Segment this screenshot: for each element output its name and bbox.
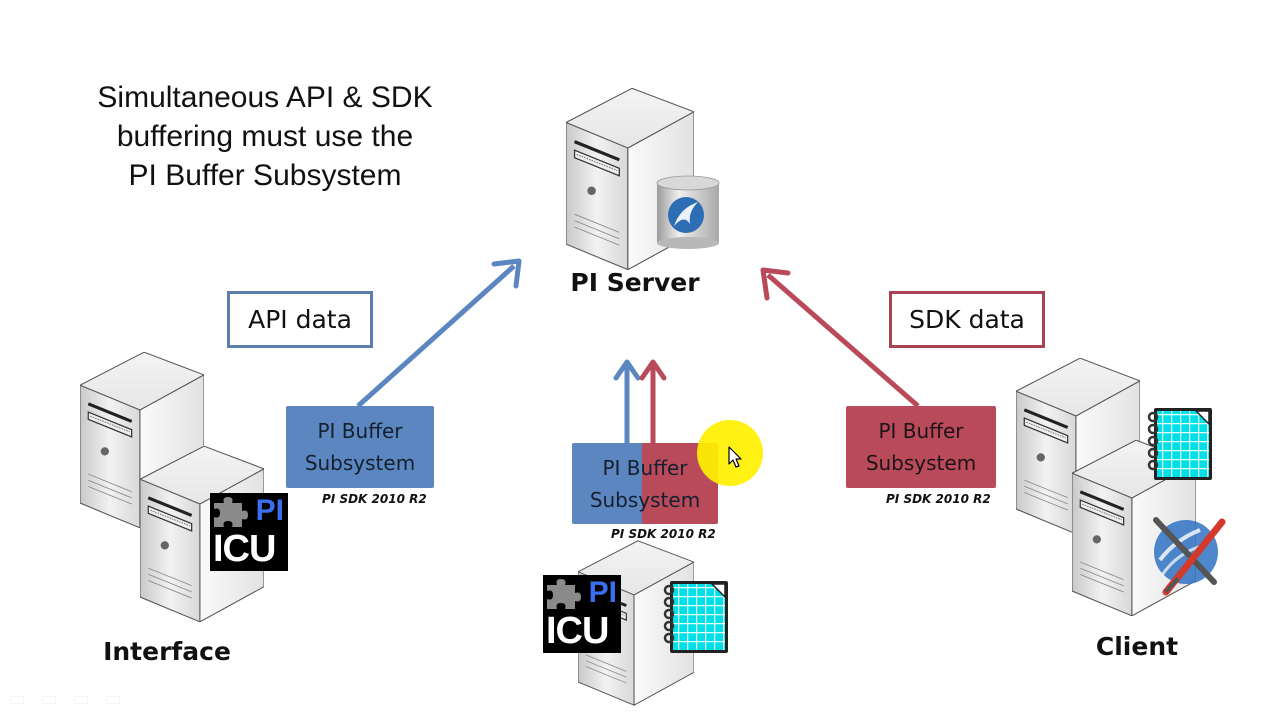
slide-menu-icon[interactable] [74, 696, 88, 704]
pi-icu-pi-text: PI [588, 576, 617, 609]
puzzle-piece-icon [214, 497, 248, 527]
database-icon [656, 175, 720, 249]
api-data-label: API data [227, 291, 373, 348]
title-line-3: PI Buffer Subsystem [128, 159, 402, 192]
interface-server-icon [80, 352, 264, 622]
pen-tool-icon[interactable] [42, 696, 56, 704]
sdk-buffer-sdk-version: PI SDK 2010 R2 [886, 492, 991, 506]
buffer-line-1: PI Buffer [878, 419, 964, 443]
pi-icu-pi-text: PI [255, 494, 284, 527]
buffer-line-2: Subsystem [865, 451, 977, 475]
title-line-1: Simultaneous API & SDK [97, 81, 433, 114]
slide-navigation-bar[interactable] [10, 696, 130, 708]
api-buffer-sdk-version: PI SDK 2010 R2 [322, 492, 427, 506]
center-sdk-arrow [639, 359, 667, 443]
buffer-line-2: Subsystem [304, 451, 416, 475]
title-line-2: buffering must use the [116, 120, 414, 153]
previous-slide-icon[interactable] [10, 696, 24, 704]
pi-icu-icon: PI ICU [543, 575, 621, 653]
pi-icu-icon: PI ICU [210, 493, 288, 571]
client-label: Client [1095, 632, 1179, 661]
puzzle-piece-icon [547, 579, 581, 609]
shared-buffer-sdk-version: PI SDK 2010 R2 [611, 527, 716, 541]
client-server-icon [1016, 358, 1196, 616]
sdk-data-label: SDK data [889, 291, 1045, 348]
buffer-line-1: PI Buffer [602, 455, 688, 480]
interface-label: Interface [103, 637, 231, 666]
api-buffer-subsystem: PI Buffer Subsystem [286, 406, 434, 488]
pi-server-icon [566, 88, 720, 270]
sdk-buffer-subsystem: PI Buffer Subsystem [846, 406, 996, 488]
slide-title: Simultaneous API & SDK buffering must us… [40, 78, 490, 195]
buffer-line-1: PI Buffer [317, 419, 403, 443]
sdk-utility-icon [1153, 517, 1226, 596]
notebook-grid-icon [663, 581, 728, 653]
api-arrow [356, 258, 522, 408]
pi-server-label: PI Server [570, 268, 700, 297]
next-slide-icon[interactable] [106, 696, 120, 704]
center-api-arrow [613, 359, 641, 443]
pi-icu-icu-text: ICU [546, 610, 609, 652]
notebook-grid-icon [1147, 408, 1212, 480]
mouse-cursor-icon [728, 446, 742, 468]
buffer-line-2: Subsystem [589, 487, 701, 512]
shared-buffer-subsystem: PI Buffer Subsystem [572, 443, 718, 524]
pi-icu-icu-text: ICU [213, 528, 276, 570]
